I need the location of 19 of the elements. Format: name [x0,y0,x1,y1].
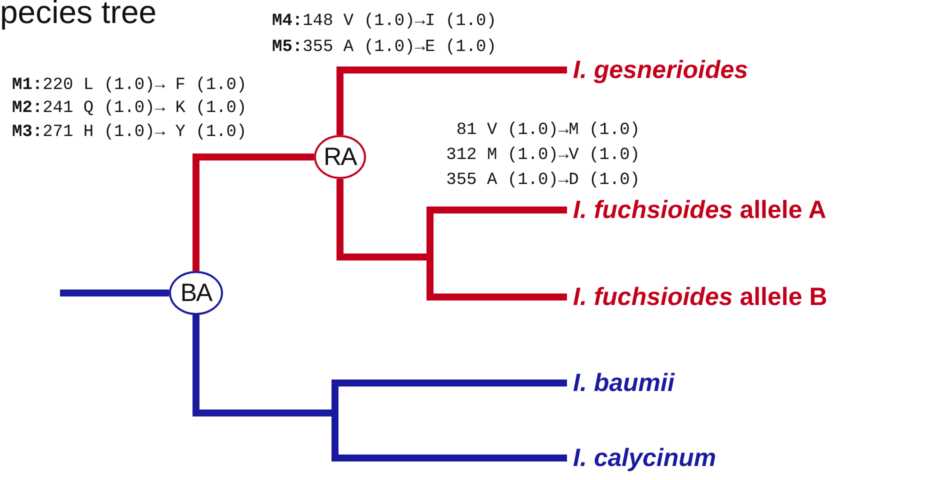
ancestor-node-circle: BA [169,271,223,315]
mutation-label: 355 A (1.0)→D (1.0) [446,171,640,190]
taxon-label: I. fuchsioides allele A [567,193,826,227]
taxon-label: I. fuchsioides allele B [567,280,828,314]
mutation-label: M3:271 H (1.0)→ Y (1.0) [12,123,247,142]
ancestor-node-circle: RA [314,135,366,179]
mutation-label: M2:241 Q (1.0)→ K (1.0) [12,99,247,118]
mutation-label: M4:148 V (1.0)→I (1.0) [272,12,496,31]
mutation-label: 81 V (1.0)→M (1.0) [456,121,640,140]
mutation-label: 312 M (1.0)→V (1.0) [446,146,640,165]
diagram-title: pecies tree [0,0,157,28]
tree-branch [60,290,169,296]
taxon-label: I. gesnerioides [567,53,748,87]
tree-branch [192,154,314,271]
taxon-label: I. baumii [567,366,674,400]
mutation-label: M1:220 L (1.0)→ F (1.0) [12,76,247,95]
tree-branch [336,66,567,135]
taxon-label: I. calycinum [567,441,716,475]
mutation-label: M5:355 A (1.0)→E (1.0) [272,38,496,57]
